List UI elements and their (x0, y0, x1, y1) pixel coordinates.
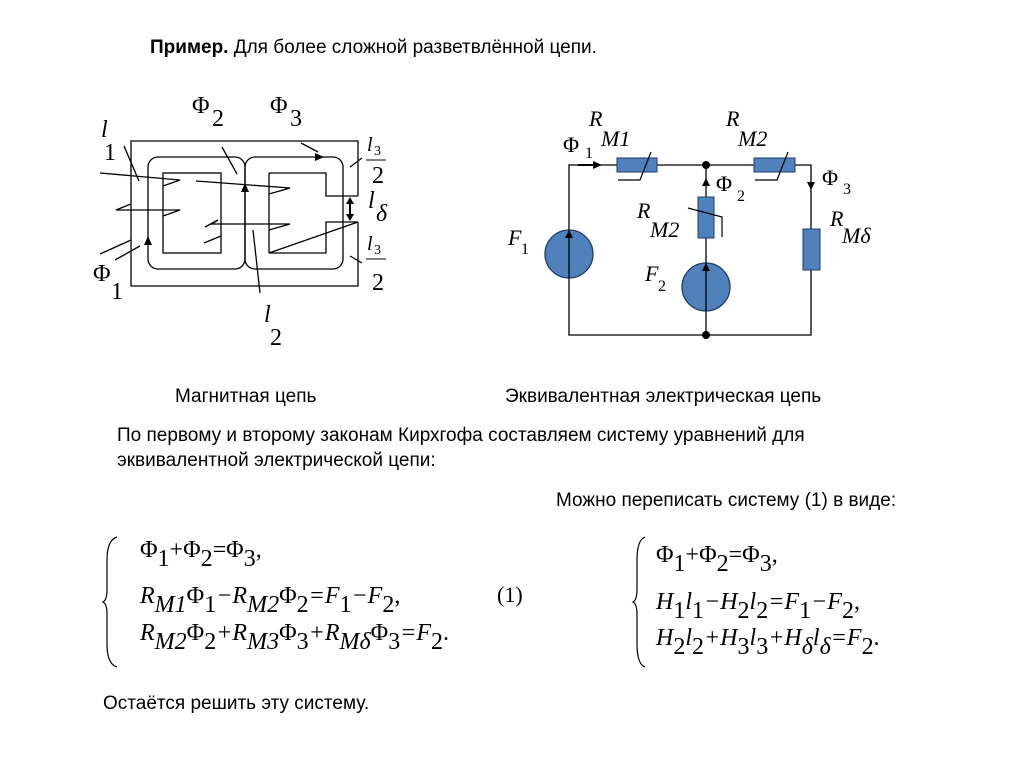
svg-text:M1: M1 (600, 126, 630, 151)
flux-arrow-3 (315, 153, 324, 161)
label-phi1: Φ (563, 132, 579, 157)
label-phi3: Φ (270, 93, 288, 119)
brace-system-1 (101, 536, 118, 668)
coil-2 (195, 180, 291, 195)
svg-text:1: 1 (585, 145, 593, 162)
svg-text:3: 3 (290, 106, 302, 132)
coil-1 (99, 172, 181, 187)
brace-system-2 (631, 536, 646, 668)
label-phi1: Φ (93, 261, 111, 287)
system2-eq3: H2l2+H3l3+Hδlδ=F2. (656, 625, 880, 660)
caption-electric-circuit: Эквивалентная электрическая цепь (505, 386, 822, 407)
svg-text:M2: M2 (649, 217, 679, 242)
svg-text:2: 2 (372, 163, 384, 189)
label-phi2: Φ (716, 171, 732, 196)
svg-text:1: 1 (521, 241, 529, 258)
flux-arrow-phi2 (702, 178, 710, 186)
paragraph-line-1: По первому и второму законам Кирхгофа со… (117, 425, 805, 446)
equation-number: (1) (497, 582, 523, 607)
label-rm2-top: R (725, 106, 740, 131)
slide-title: Пример. Для более сложной разветвлённой … (150, 37, 597, 59)
paragraph-line-2: эквивалентной электрической цепи: (117, 450, 436, 471)
core-window-left (162, 172, 222, 254)
label-l3-bottom: l (367, 233, 373, 255)
system1-eq1: Φ1+Φ2=Φ3, (140, 537, 262, 572)
title-bold: Пример. (150, 37, 229, 58)
source-f2-arrow (702, 263, 710, 271)
svg-text:M2: M2 (737, 126, 767, 151)
label-l3-top: l (367, 134, 373, 156)
source-f1-arrow (565, 230, 573, 238)
flux-path-right (244, 156, 344, 270)
flux-arrow-phi3 (807, 182, 815, 190)
svg-text:1: 1 (111, 279, 123, 305)
core-window-right (268, 172, 359, 254)
label-f2: F (644, 261, 659, 286)
label-rm2-mid: R (636, 198, 651, 223)
label-l2: l (264, 302, 271, 328)
label-rm-delta: R (829, 206, 844, 231)
label-rm1: R (588, 106, 603, 131)
flux-arrow-1 (144, 236, 152, 245)
svg-text:3: 3 (374, 243, 381, 258)
label-l-delta: l (368, 188, 375, 214)
conclusion-text: Остаётся решить эту систему. (103, 693, 370, 714)
svg-text:3: 3 (843, 181, 851, 198)
title-text: Для более сложной разветвлённой цепи. (228, 37, 597, 58)
system2-eq1: Φ1+Φ2=Φ3, (656, 542, 778, 577)
svg-text:1: 1 (104, 140, 116, 166)
resistor-rm-delta (802, 228, 821, 271)
resistor-rm2-mid (697, 196, 715, 239)
flux-arrow-phi1 (593, 161, 602, 169)
label-f1: F (507, 225, 522, 250)
flux-arrow-2 (241, 183, 249, 192)
system2-eq2: H1l1−H2l2=F1−F2, (656, 589, 860, 624)
system1-eq3: RM2Φ2+RM3Φ3+RMδΦ3=F2. (140, 620, 450, 655)
svg-text:2: 2 (212, 106, 224, 132)
svg-text:2: 2 (270, 325, 282, 351)
label-phi2: Φ (192, 93, 210, 119)
rewrite-note: Можно переписать систему (1) в виде: (556, 490, 897, 511)
core-outer (130, 140, 359, 287)
node-top (702, 161, 710, 169)
svg-text:2: 2 (658, 278, 666, 295)
svg-text:δ: δ (376, 201, 388, 227)
svg-text:3: 3 (374, 144, 381, 159)
svg-text:2: 2 (372, 270, 384, 296)
caption-magnetic-circuit: Магнитная цепь (175, 386, 317, 407)
label-l1: l (101, 117, 108, 143)
svg-text:2: 2 (737, 188, 745, 205)
node-bottom (702, 331, 710, 339)
system1-eq2: RM1Φ1−RM2Φ2=F1−F2, (140, 583, 401, 618)
svg-text:Mδ: Mδ (841, 223, 871, 248)
label-phi3: Φ (822, 165, 838, 190)
